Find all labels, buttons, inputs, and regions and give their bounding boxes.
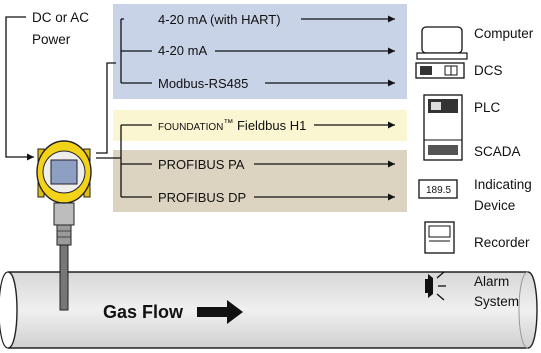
scada-icon	[423, 139, 463, 161]
indicating-label-line1: Indicating	[474, 177, 532, 192]
signal-hart-label: 4-20 mA (with HART)	[158, 12, 281, 27]
gas-pipe	[0, 271, 538, 349]
dcs-icon	[415, 62, 465, 79]
recorder-label: Recorder	[474, 235, 530, 250]
signal-profibus-dp-label: PROFIBUS DP	[158, 190, 246, 205]
scada-label: SCADA	[474, 144, 521, 159]
power-line	[5, 16, 34, 161]
alarm-label-line2: System	[474, 294, 519, 309]
indicating-label-line2: Device	[474, 198, 515, 213]
alarm-icon	[425, 271, 446, 301]
indicating-device-icon	[418, 179, 458, 199]
flow-arrow-icon	[197, 300, 243, 324]
upper-bus-line	[96, 62, 116, 154]
recorder-icon	[424, 221, 455, 254]
signal-modbus-label: Modbus-RS485	[158, 76, 248, 91]
profibus-band	[113, 150, 407, 212]
plc-label: PLC	[474, 100, 501, 115]
computer-label: Computer	[474, 26, 534, 41]
indicating-readout: 189.5	[426, 185, 451, 196]
computer-icon	[416, 26, 468, 60]
dcs-label: DCS	[474, 63, 503, 78]
signal-profibus-pa-label: PROFIBUS PA	[158, 157, 245, 172]
transmitter-icon	[36, 140, 92, 311]
alarm-label-line1: Alarm	[474, 274, 509, 289]
signal-foundation-label: Foundation™ Fieldbus H1	[158, 118, 306, 133]
power-label-line1: DC or AC	[32, 10, 89, 25]
gas-flow-label: Gas Flow	[103, 302, 184, 322]
power-label-line2: Power	[32, 32, 71, 47]
signal-ma-label: 4-20 mA	[158, 43, 207, 58]
